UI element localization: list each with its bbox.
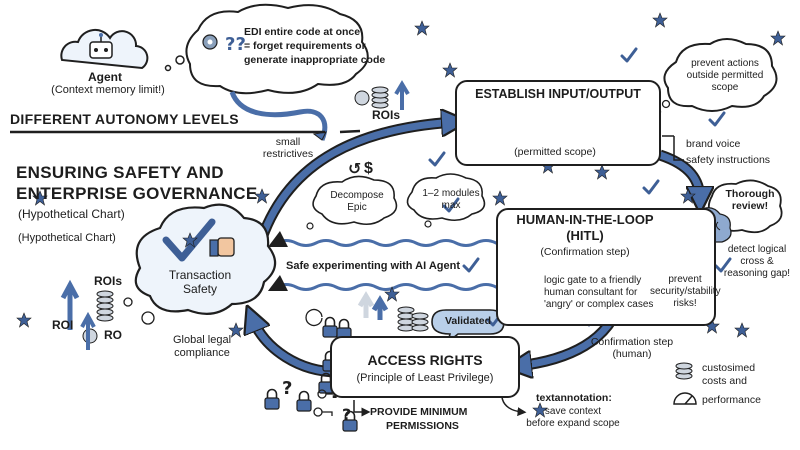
swirl-arrow — [229, 90, 328, 141]
title-sub2: (Hypothetical Chart) — [18, 232, 116, 244]
agent-memory-note: (Context memory limit!) — [51, 84, 165, 96]
title-line1: ENSURING SAFETY AND — [16, 163, 224, 182]
hitl-title2: (HITL) — [566, 228, 604, 243]
question-mark-icon: ?? — [225, 34, 246, 55]
establish-scope: (permitted scope) — [514, 146, 596, 158]
decompose-label: Decompose Epic — [330, 190, 384, 213]
up-arrow-blue — [371, 295, 389, 320]
thumbs-up-icon — [217, 237, 235, 257]
legend-coins-icon — [675, 362, 693, 380]
thorough-review-label: Thorough review! — [725, 188, 775, 212]
safety-instructions-label: safety instructions — [686, 154, 771, 166]
access-box — [330, 336, 520, 398]
transaction-line2: Safety — [182, 282, 218, 296]
modules-bubble — [406, 173, 486, 222]
speedometer-icon — [673, 392, 697, 405]
left-ro-label: RO — [104, 328, 122, 342]
transaction-line1: Transaction — [168, 268, 232, 282]
title-sub1: (Hypothetical Chart) — [18, 207, 125, 221]
access-title: ACCESS RIGHTS — [367, 352, 483, 368]
agent-thought-line2: = forget requirements or — [244, 40, 366, 52]
up-arrow-grey — [357, 291, 375, 318]
textannotation-detail: save context before expand scope — [526, 406, 620, 429]
coin-stack-left — [96, 290, 114, 322]
textannotation-label: textannotation: — [536, 392, 612, 404]
question-mark-icon-4: ? — [342, 405, 351, 424]
access-sub: (Principle of Least Privilege) — [356, 372, 494, 384]
provide-minimum-line1: PROVIDE MINIMUM — [370, 406, 468, 418]
wavy-arrow-top — [267, 230, 525, 256]
brand-voice-label: brand voice — [686, 138, 741, 150]
agent-thought-line3: generate inappropriate code — [244, 54, 386, 66]
decompose-bubble — [312, 175, 398, 226]
roi-up-arrow — [60, 279, 80, 330]
provide-minimum-line2: PERMISSIONS — [386, 420, 459, 432]
top-rois-label: ROIs — [372, 108, 401, 122]
prevent-risks-label: prevent security/stability risks! — [650, 274, 721, 309]
prevent-actions-cloud — [663, 38, 778, 112]
hitl-box — [496, 208, 716, 326]
detect-gap-label: detect logical cross & reasoning gap! — [723, 244, 791, 279]
agent-thought-line1: EDI entire code at once — [244, 26, 361, 38]
checkmark-icon — [162, 218, 216, 262]
question-mark-icon-2: ? — [282, 378, 292, 399]
confirmation-human-label: Confirmation step (human) — [590, 336, 674, 360]
small-restrictives-label: small restrictives — [262, 136, 314, 160]
wavy-arrow-bottom — [267, 274, 525, 300]
title-line2: ENTERPRISE GOVERNANCE — [16, 184, 258, 203]
agent-thought-cloud — [185, 3, 369, 95]
refresh-arrow-icon: ↺ — [348, 159, 361, 178]
establish-title: ESTABLISH INPUT/OUTPUT — [475, 87, 641, 101]
establish-cloud-label: prevent actions outside permitted scope — [686, 58, 764, 93]
hitl-confirm-label: (Confirmation step) — [540, 246, 630, 258]
left-roi-label: ROI — [52, 318, 74, 332]
dollar-sign: $ — [364, 160, 373, 177]
left-rois-label: ROIs — [94, 274, 123, 288]
logic-gate-label: logic gate to a friendly human consultan… — [544, 275, 654, 310]
legend-costs-label: custosimed costs and — [702, 362, 756, 387]
legend-performance-label: performance — [702, 394, 761, 406]
coin-stack-top — [371, 86, 389, 109]
global-compliance-label: Global legal compliance — [172, 334, 232, 359]
coin-stack-access — [397, 306, 429, 332]
autonomy-label: DIFFERENT AUTONOMY LEVELS — [10, 111, 239, 127]
transaction-cloud — [134, 203, 277, 315]
safe-experimenting-label: Safe experimenting with AI Agent — [286, 260, 460, 272]
establish-box — [455, 80, 661, 166]
modules-label: 1–2 modules max — [422, 188, 480, 211]
validated-label: Validated — [444, 315, 492, 327]
hitl-title1: HUMAN-IN-THE-LOOP — [516, 212, 654, 227]
robot-icon — [89, 41, 113, 59]
lock-cluster-top — [305, 308, 352, 340]
cycle-arrow-to-hitl — [658, 151, 700, 200]
cycle-arrow-to-establish — [258, 122, 455, 240]
agent-label: Agent — [88, 70, 122, 84]
